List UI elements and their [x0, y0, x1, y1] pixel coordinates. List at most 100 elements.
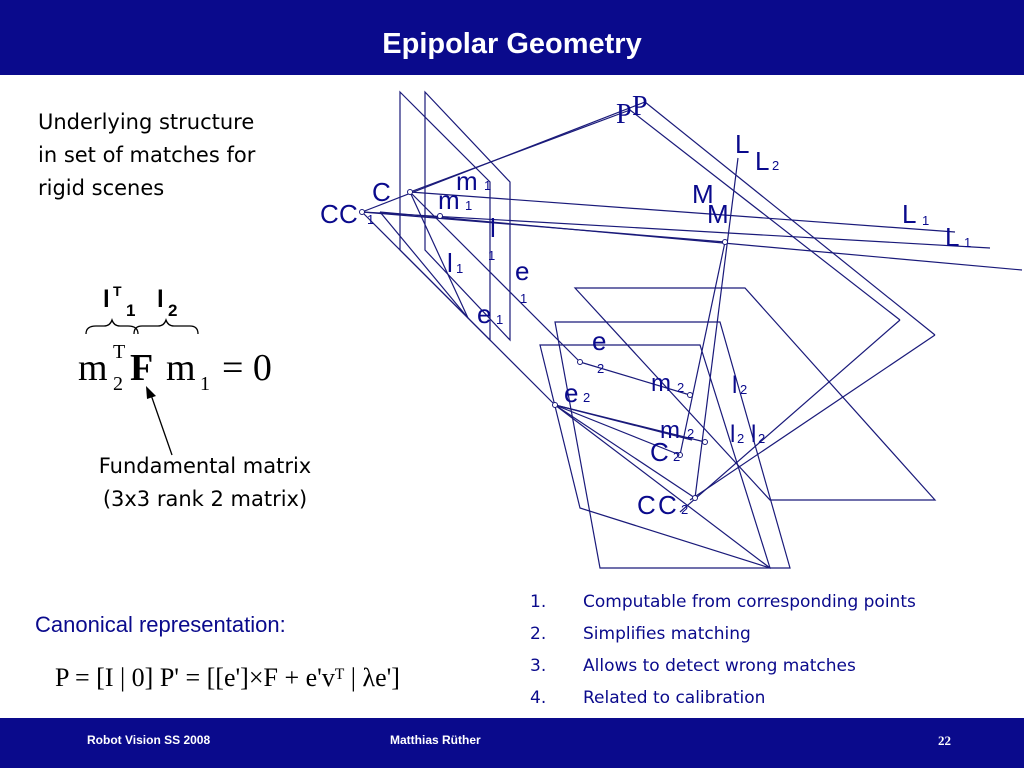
title-bar	[0, 0, 1024, 75]
eq-m2-sub: 2	[113, 373, 123, 395]
intro-line-2: in set of matches for	[38, 143, 256, 167]
image-plane-2b	[554, 321, 791, 569]
list-text: Related to calibration	[583, 688, 766, 708]
epipolar-line-2	[554, 404, 696, 499]
ray	[379, 211, 1023, 271]
canonical-label: Canonical representation:	[35, 612, 286, 637]
fundamental-caption: Fundamental matrix (3x3 rank 2 matrix)	[70, 450, 340, 516]
label-e1-sub: 1	[520, 291, 527, 306]
label-m1-dup: m	[438, 185, 460, 215]
world-point	[722, 239, 728, 245]
eq-l2-symbol: l	[157, 286, 164, 313]
match-point-1	[437, 213, 443, 219]
footer-bar	[0, 718, 1024, 768]
label-L2-dup: L	[755, 146, 769, 176]
intro-text: Underlying structure in set of matches f…	[38, 106, 255, 205]
intro-line-1: Underlying structure	[38, 110, 255, 134]
epipolar-line-2	[579, 361, 691, 396]
eq-m2-sup: T	[113, 341, 125, 363]
label-L2: L	[735, 129, 749, 159]
label-e2-dup-sub: 2	[583, 390, 590, 405]
footer-course: Robot Vision SS 2008	[87, 733, 211, 747]
label-l2-sub: 2	[740, 382, 747, 397]
label-L1-sub: 1	[922, 213, 929, 228]
eq-F: F	[130, 347, 153, 389]
list-number: 1.	[530, 592, 547, 612]
label-C2: C	[650, 437, 669, 467]
label-P-dup: P	[632, 91, 648, 122]
label-m2-sub: 2	[677, 380, 684, 395]
label-l1-dup: l	[447, 248, 453, 278]
camera-center-1	[359, 209, 365, 215]
ray	[361, 211, 726, 243]
camera-center-2b	[692, 495, 698, 501]
epipolar-line-2	[554, 404, 681, 456]
brace-left	[85, 317, 139, 335]
label-M-dup: M	[707, 199, 729, 229]
eq-l2-sub: 2	[168, 301, 177, 320]
label-C2-sub: 2	[673, 449, 680, 464]
canonical-formula: P = [I | 0] P' = [[e']×F + e'vᵀ | λe']	[55, 663, 400, 692]
baseline	[361, 211, 556, 406]
ray	[644, 101, 936, 336]
list-item: 4. Related to calibration	[530, 686, 916, 718]
diagram-points	[359, 189, 728, 501]
list-text: Computable from corresponding points	[583, 592, 916, 612]
property-list: 1. Computable from corresponding points 2…	[530, 590, 916, 718]
label-L1-dup: L	[945, 222, 959, 252]
fundamental-line-1: Fundamental matrix	[98, 454, 312, 478]
label-e2-dup: e	[564, 378, 578, 408]
label-l2-dup: l	[730, 421, 735, 448]
epipolar-line-1	[379, 211, 469, 319]
ray	[679, 319, 901, 513]
eq-m1: m	[166, 347, 196, 389]
list-item: 3.Allows to detect wrong matches	[530, 654, 916, 686]
label-l1-dup-sub: 1	[456, 261, 463, 276]
epipole-2	[552, 402, 558, 408]
label-l2-dup2-sub: 2	[758, 431, 765, 446]
camera-center-1b	[407, 189, 413, 195]
label-m1: m	[456, 166, 478, 196]
label-M: M	[692, 179, 714, 209]
footer-author: Matthias Rüther	[390, 733, 481, 747]
diagram-labels: P P L L 2 M M L 1 L 1 C C C 1 m 1 m 1 l …	[320, 91, 971, 520]
list-number: 3.	[530, 656, 547, 676]
list-item: 2. Simplifies matching	[530, 622, 916, 654]
label-e1: e	[515, 256, 529, 286]
ray	[409, 191, 956, 233]
label-L1: L	[902, 199, 916, 229]
label-C2-dup2: C	[658, 490, 677, 520]
epipolar-diagram	[361, 90, 1023, 569]
list-text: Simplifies matching	[583, 624, 751, 644]
eq-l1-symbol: l	[103, 286, 110, 313]
match-point-2	[687, 392, 693, 398]
eq-m2: m	[78, 347, 108, 389]
label-C1: C	[372, 177, 391, 207]
fundamental-equation: l T 1 l 2 m 2 T F m 1 = 0	[78, 283, 272, 456]
ray	[629, 109, 901, 321]
list-number: 2.	[530, 624, 547, 644]
list-number: 4.	[530, 688, 547, 708]
ray	[361, 211, 991, 249]
label-m2-dup: m	[660, 417, 680, 444]
eq-l1-sub: 1	[126, 301, 135, 320]
label-e1-dup-sub: 1	[496, 312, 503, 327]
label-L2-sub: 2	[772, 158, 779, 173]
epipolar-line-2	[554, 404, 771, 569]
eq-rhs: = 0	[222, 347, 272, 389]
page-number: 22	[938, 733, 951, 748]
label-l2: l	[732, 372, 737, 399]
ray	[409, 109, 631, 193]
slide-title: Epipolar Geometry	[382, 28, 642, 60]
label-l1: l	[490, 213, 496, 243]
label-l2-dup-sub: 2	[737, 431, 744, 446]
eq-l1-sup: T	[113, 283, 122, 299]
label-C1-dup: C	[320, 199, 339, 229]
label-C1-dup2: C	[339, 199, 358, 229]
label-m2-dup-sub: 2	[687, 426, 694, 441]
arrow-line	[149, 391, 173, 456]
epipolar-line-1	[409, 191, 469, 319]
epipolar-line	[679, 241, 726, 456]
intro-line-3: rigid scenes	[38, 176, 165, 200]
